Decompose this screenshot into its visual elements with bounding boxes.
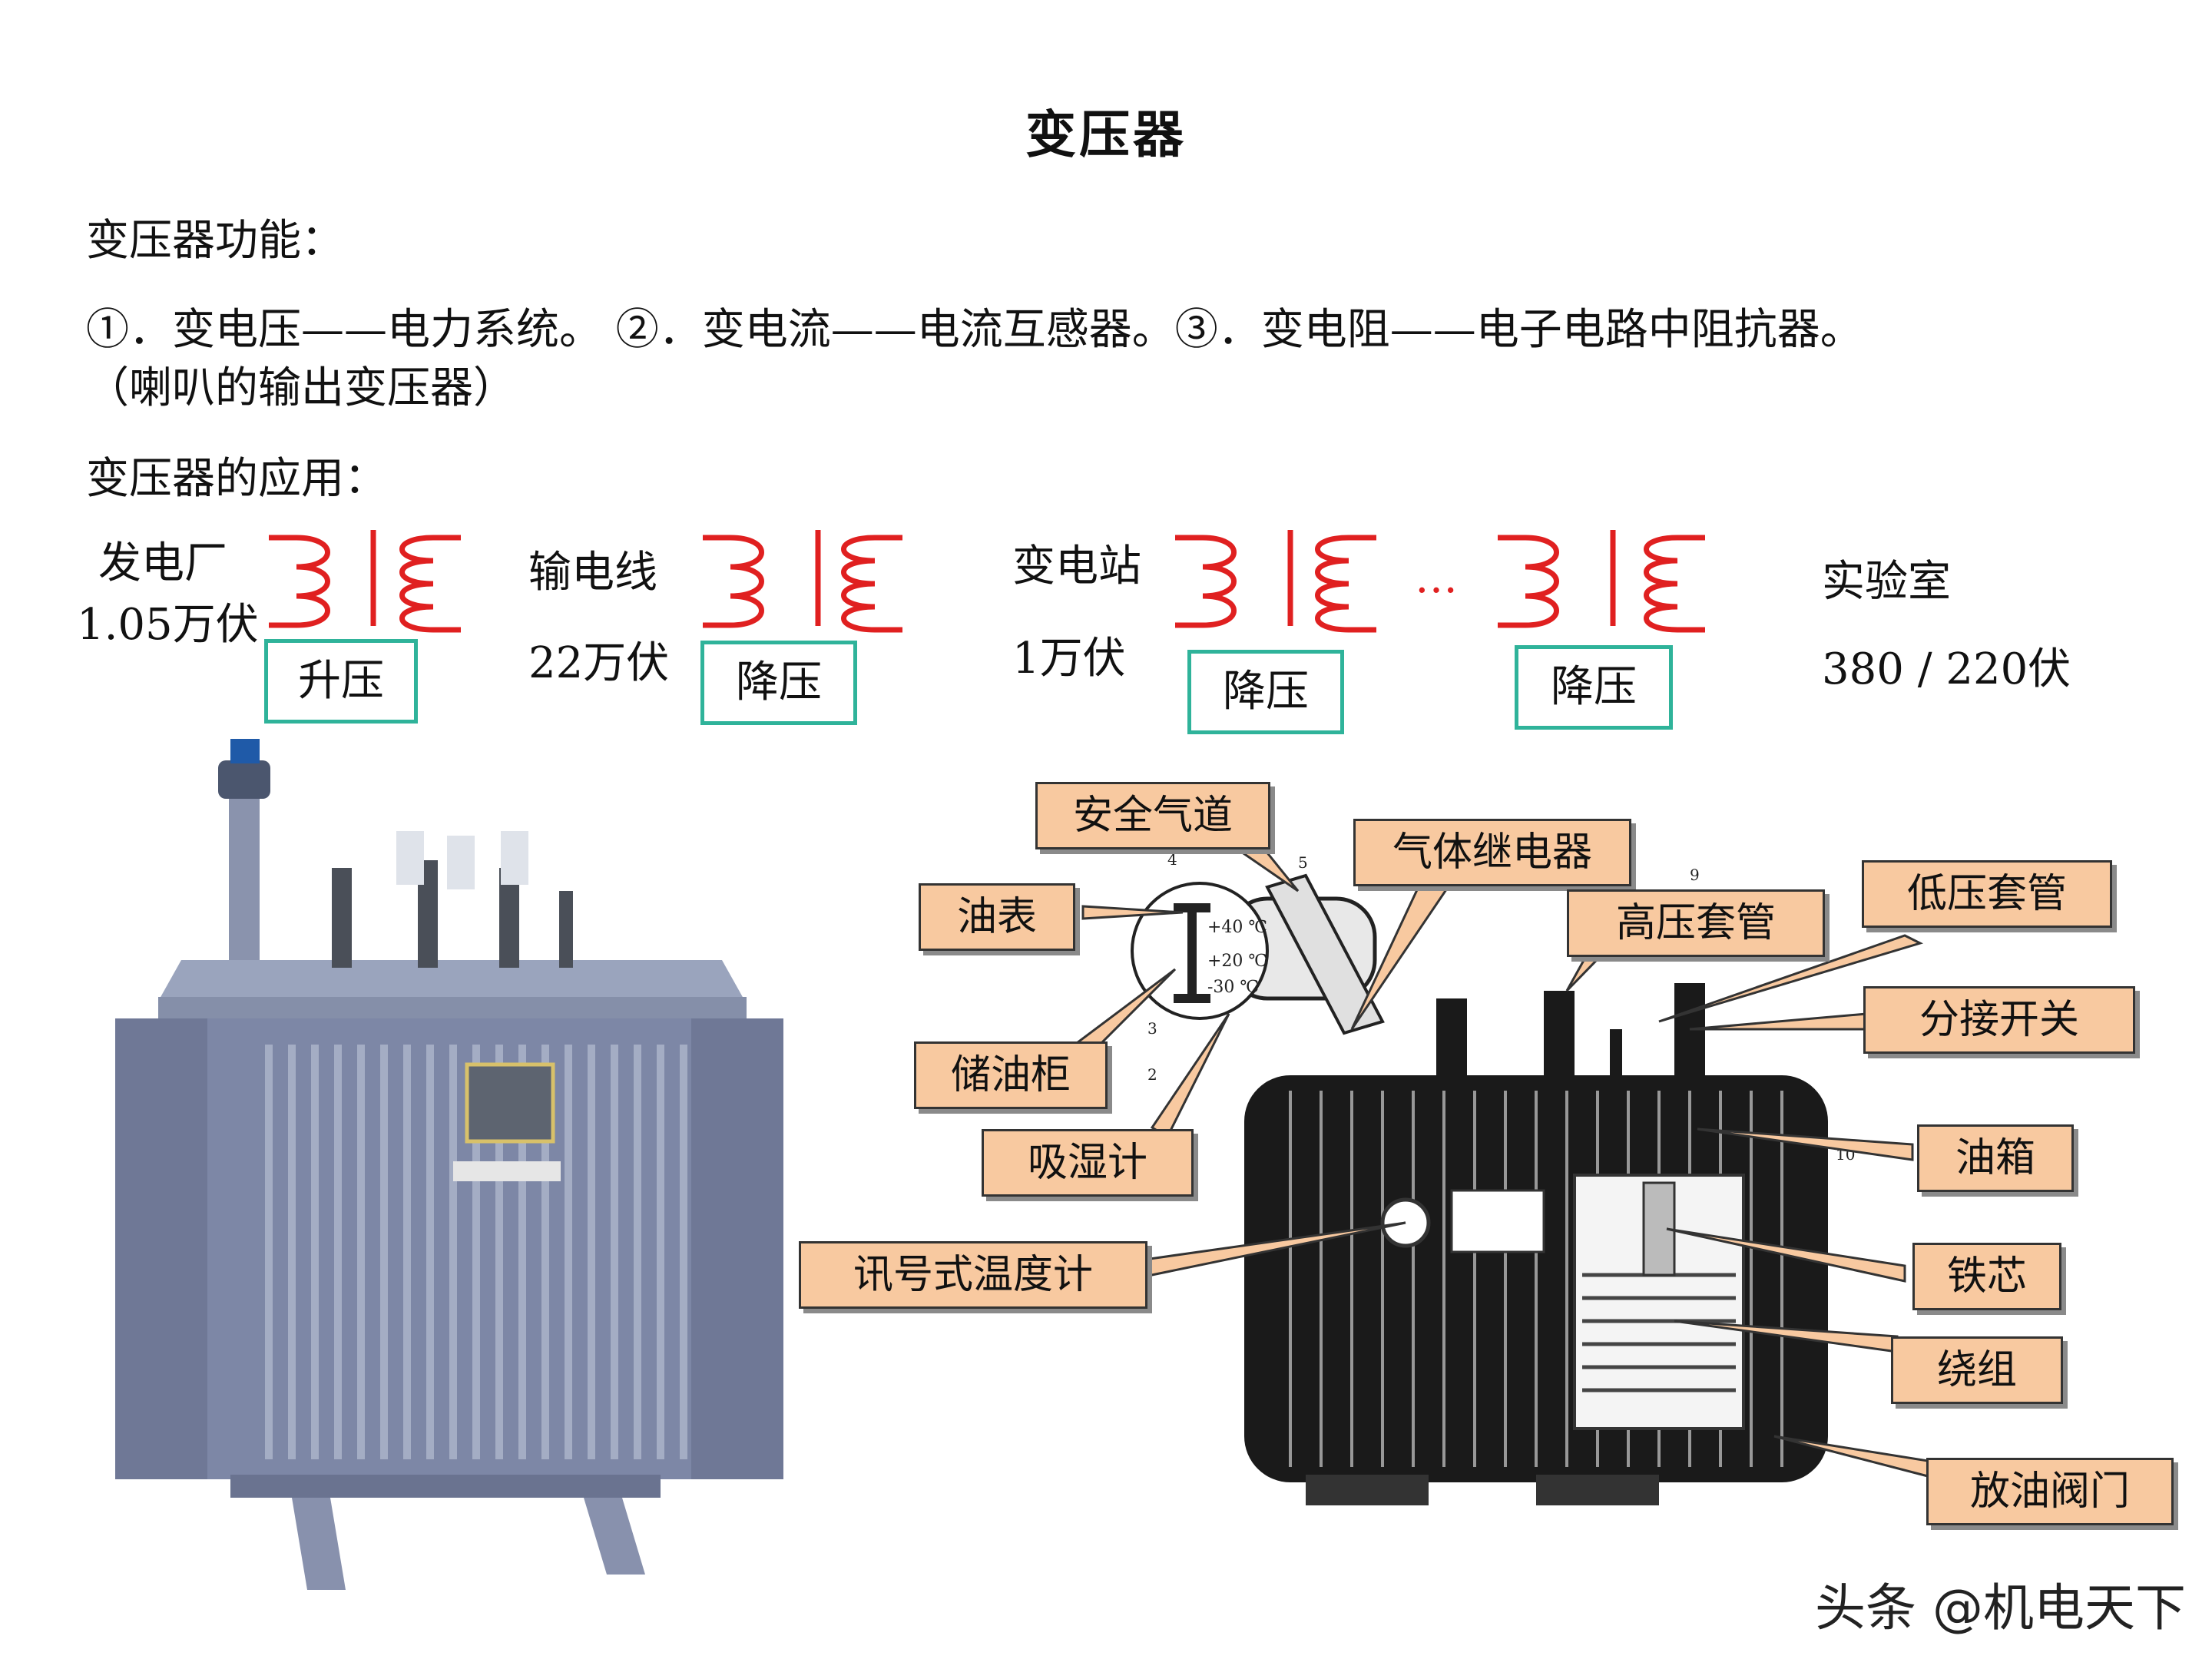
transformer-symbol-3	[1175, 530, 1376, 630]
callout-signal-thermometer: 讯号式温度计	[799, 1241, 1147, 1309]
stage-laboratory: 实验室	[1822, 557, 1951, 607]
page-title: 变压器	[1025, 104, 1187, 164]
ref-2: 2	[1147, 1065, 1157, 1084]
callout-gas-relay: 气体继电器	[1353, 819, 1631, 886]
transformer-symbol-1	[269, 530, 461, 630]
callout-iron-core: 铁芯	[1912, 1243, 2061, 1310]
chain-ellipsis: …	[1415, 553, 1458, 603]
transformer-symbol-2	[703, 530, 902, 630]
transformer-symbol-4	[1498, 530, 1705, 630]
applications-heading: 变压器的应用：	[86, 454, 387, 504]
functions-heading: 变压器功能：	[86, 216, 344, 266]
step-down-label-3: 降压	[1515, 645, 1673, 730]
callout-tap-changer: 分接开关	[1863, 986, 2135, 1054]
step-down-label-1: 降压	[700, 641, 857, 725]
callout-oil-tank: 油箱	[1917, 1124, 2074, 1192]
stage-power-plant: 发电厂	[98, 538, 227, 588]
stage-substation: 变电站	[1012, 541, 1141, 591]
gauge-mark-mid: +20 ℃	[1207, 952, 1267, 971]
gauge-mark-bot: -30 ℃	[1207, 978, 1259, 997]
step-down-label-2: 降压	[1187, 650, 1344, 734]
stage-substation-voltage: 1万伏	[1012, 634, 1126, 684]
callout-drain-valve: 放油阀门	[1926, 1458, 2174, 1525]
callout-lv-bushing: 低压套管	[1862, 860, 2112, 928]
stage-laboratory-voltage: 380 / 220伏	[1822, 644, 2071, 694]
ref-9: 9	[1690, 866, 1700, 884]
callout-safety-airway: 安全气道	[1035, 782, 1270, 849]
footer-watermark: 头条 @机电天下	[1815, 1578, 2186, 1637]
gauge-mark-top: +40 ℃	[1207, 918, 1267, 937]
callout-oil-gauge: 油表	[919, 883, 1075, 951]
ref-5: 5	[1298, 853, 1308, 872]
stage-transmission-voltage: 22万伏	[528, 638, 670, 688]
stage-transmission-line: 输电线	[528, 548, 657, 598]
ref-3: 3	[1147, 1019, 1157, 1038]
callout-winding: 绕组	[1891, 1336, 2063, 1404]
callout-breather: 吸湿计	[982, 1129, 1194, 1197]
callout-hv-bushing: 高压套管	[1567, 889, 1825, 957]
stage-power-plant-voltage: 1.05万伏	[77, 600, 259, 650]
step-up-label: 升压	[264, 639, 418, 724]
functions-line-2: （喇叭的输出变压器）	[86, 363, 516, 413]
callout-conservator: 储油柜	[914, 1041, 1108, 1109]
functions-line-1: ①．变电压——电力系统。 ②．变电流——电流互感器。③．变电阻——电子电路中阻抗…	[86, 305, 1863, 355]
ref-4: 4	[1167, 850, 1177, 869]
